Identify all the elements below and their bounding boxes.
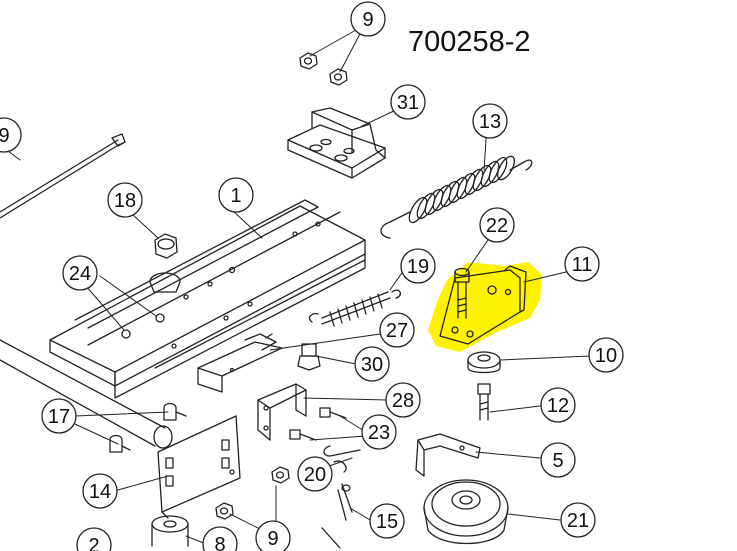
callout-22: 22 [479, 207, 515, 243]
callout-label: 21 [567, 510, 589, 532]
callout-2: 2 [76, 527, 112, 551]
callout-label: 15 [376, 511, 398, 533]
callout-20: 20 [297, 456, 333, 492]
callout-label: 9 [267, 528, 278, 550]
callout-label: 19 [407, 256, 429, 278]
callout-label: 23 [368, 422, 390, 444]
callout-label: 2 [88, 535, 99, 551]
callout-5: 5 [540, 442, 576, 478]
callout-14: 14 [82, 473, 118, 509]
callout-10: 10 [588, 337, 624, 373]
callout-1: 1 [218, 177, 254, 213]
callout-12: 12 [540, 387, 576, 423]
bolts-17 [109, 402, 187, 453]
callout-21: 21 [560, 502, 596, 538]
bracket-27 [197, 333, 283, 393]
pin-15 [321, 483, 353, 549]
callout-28: 28 [385, 382, 421, 418]
callout-9-top: 9 [350, 1, 386, 37]
callout-label: 8 [214, 534, 225, 551]
callout-label: 10 [595, 345, 617, 367]
callout-9-left: 9 [0, 117, 22, 153]
callout-label: 31 [397, 92, 419, 114]
callout-label: 18 [114, 190, 136, 212]
callout-18: 18 [107, 182, 143, 218]
callout-label: 13 [479, 111, 501, 133]
callout-30: 30 [354, 346, 390, 382]
callout-17: 17 [41, 398, 77, 434]
spring-19 [308, 289, 401, 327]
callout-label: 22 [486, 215, 508, 237]
callout-label: 12 [547, 395, 569, 417]
callout-8: 8 [202, 526, 238, 551]
callout-label: 1 [230, 185, 241, 207]
callout-label: 9 [362, 9, 373, 31]
nut-pair-top [299, 52, 348, 86]
callout-9-bottom: 9 [255, 520, 291, 551]
leader-lines [0, 29, 591, 545]
callout-layer: 9 31 13 9 18 1 24 22 19 11 27 10 30 28 1… [0, 1, 624, 551]
callout-label: 24 [69, 263, 91, 285]
callout-label: 5 [552, 450, 563, 472]
cable-part [0, 133, 126, 219]
bracket-31 [287, 107, 386, 179]
bolt-22 [454, 267, 470, 319]
pulley-21 [423, 479, 509, 545]
pin-20 [323, 445, 361, 473]
callout-label: 20 [304, 464, 326, 486]
callout-13: 13 [472, 103, 508, 139]
plate-14 [157, 415, 241, 519]
nuts-9-bottom [215, 466, 290, 520]
callout-label: 27 [386, 320, 408, 342]
callout-label: 9 [0, 125, 10, 147]
part-11-highlight [428, 262, 542, 352]
callout-31: 31 [390, 84, 426, 120]
bolts-23 [289, 407, 347, 441]
part-number-title: 700258-2 [408, 26, 531, 58]
callout-label: 28 [392, 390, 414, 412]
spacer-8 [151, 515, 189, 547]
bolt-12 [477, 383, 491, 421]
callout-label: 14 [89, 481, 111, 503]
callout-19: 19 [400, 248, 436, 284]
spring-13 [380, 155, 533, 239]
callout-23: 23 [361, 414, 397, 450]
bolt-30 [297, 343, 321, 371]
callout-label: 30 [361, 354, 383, 376]
callout-24: 24 [62, 255, 98, 291]
frame-1 [49, 199, 366, 399]
bracket-28 [257, 383, 307, 441]
callout-label: 11 [572, 254, 593, 276]
callout-label: 17 [48, 406, 70, 428]
callout-27: 27 [379, 312, 415, 348]
washer-10 [467, 351, 501, 374]
callout-11: 11 [564, 246, 600, 282]
callout-15: 15 [369, 503, 405, 539]
bracket-5 [415, 433, 481, 477]
